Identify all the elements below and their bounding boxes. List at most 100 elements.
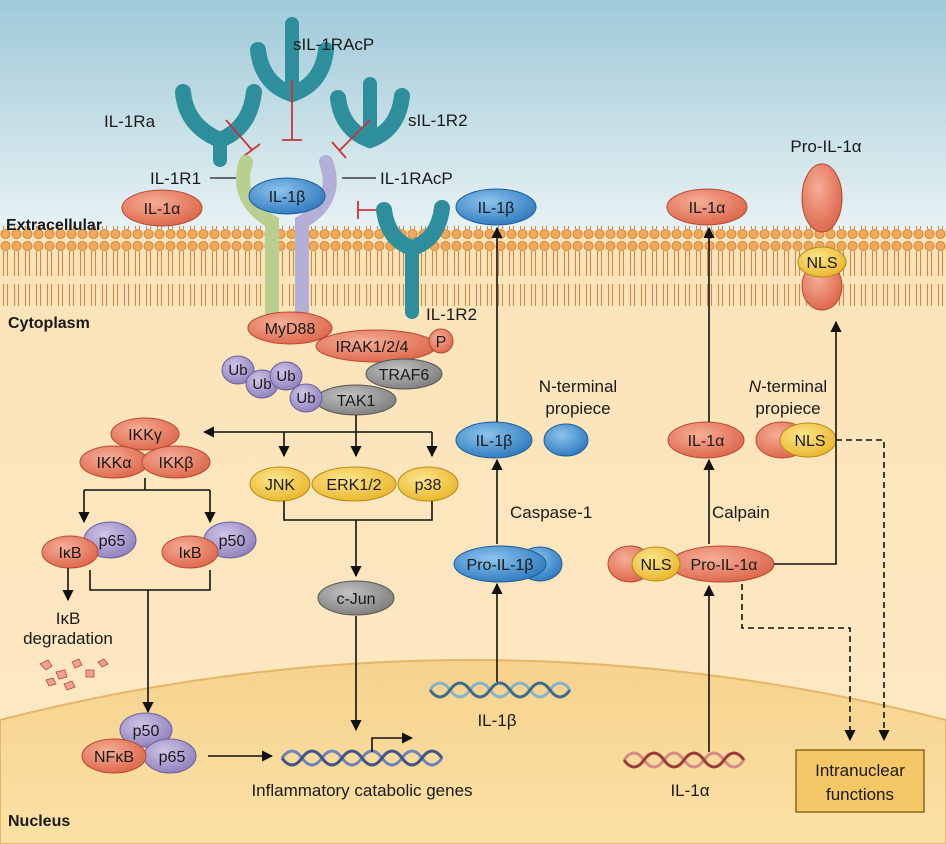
svg-text:Ub: Ub xyxy=(276,368,295,385)
svg-text:IL-1α: IL-1α xyxy=(688,433,725,450)
label-cytoplasm: Cytoplasm xyxy=(8,315,90,332)
nfkb-complex: p50 p65 NFκB xyxy=(81,712,197,774)
traf6: TRAF6 xyxy=(365,358,443,390)
pro-il1a-cytoplasm: NLS Pro-IL-1α xyxy=(607,545,775,583)
label-gene-il1a: IL-1α xyxy=(670,781,709,800)
svg-text:p65: p65 xyxy=(99,533,126,550)
svg-text:IκB: IκB xyxy=(58,545,81,562)
svg-text:p50: p50 xyxy=(133,723,160,740)
svg-text:JNK: JNK xyxy=(265,477,296,494)
svg-text:IKKγ: IKKγ xyxy=(128,427,162,444)
ubiquitin-chain: Ub Ub Ub Ub xyxy=(221,355,323,413)
svg-text:Pro-IL-1α: Pro-IL-1α xyxy=(690,557,757,574)
label-nterm-b-1: N-terminal xyxy=(539,377,617,396)
svg-text:TRAF6: TRAF6 xyxy=(379,367,430,384)
label-il1racp: IL-1RAcP xyxy=(380,169,453,188)
pro-il1a-membrane-arrow xyxy=(774,320,842,565)
inhibition-lines xyxy=(225,80,390,219)
label-extracellular: Extracellular xyxy=(6,217,102,234)
label-il1r2: IL-1R2 xyxy=(426,305,477,324)
label-calpain: Calpain xyxy=(712,503,770,522)
svg-text:IKKα: IKKα xyxy=(96,455,131,472)
label-inflammatory-genes: Inflammatory catabolic genes xyxy=(251,781,472,800)
label-il1r1: IL-1R1 xyxy=(150,169,201,188)
svg-text:p38: p38 xyxy=(415,477,442,494)
label-degradation: degradation xyxy=(23,629,113,648)
mapk-to-cjun-arrows xyxy=(283,501,433,578)
il1r2-receptor xyxy=(376,200,450,319)
intranuclear-functions-box: Intranuclear functions xyxy=(795,749,925,813)
svg-text:MyD88: MyD88 xyxy=(265,321,316,338)
dna-il1a xyxy=(622,751,746,769)
svg-text:NLS: NLS xyxy=(794,433,825,450)
svg-text:NLS: NLS xyxy=(640,557,671,574)
svg-text:IL-1β: IL-1β xyxy=(269,189,306,206)
label-nucleus: Nucleus xyxy=(8,813,70,830)
label-nterm-a-1: N-terminal xyxy=(749,377,827,396)
svg-text:p50: p50 xyxy=(219,533,246,550)
svg-text:Ub: Ub xyxy=(252,376,271,393)
erk: ERK1/2 xyxy=(311,466,397,502)
il1b-bound: IL-1β xyxy=(248,177,326,215)
svg-text:NFκB: NFκB xyxy=(94,749,134,766)
sil1r2-receptor xyxy=(330,77,410,149)
dna-inflammatory xyxy=(280,732,444,767)
pro-il1b: Pro-IL-1β xyxy=(453,545,563,583)
il1a-secreted: IL-1α xyxy=(666,188,748,226)
label-sil1racp: sIL-1RAcP xyxy=(293,35,374,54)
svg-text:p65: p65 xyxy=(159,749,186,766)
svg-text:ERK1/2: ERK1/2 xyxy=(326,477,381,494)
cjun: c-Jun xyxy=(317,580,395,616)
svg-text:NLS: NLS xyxy=(806,255,837,272)
irak: IRAK1/2/4 P xyxy=(315,328,454,363)
svg-text:c-Jun: c-Jun xyxy=(336,591,375,608)
svg-text:TAK1: TAK1 xyxy=(337,393,376,410)
myd88: MyD88 xyxy=(247,311,333,345)
intranuclear-dashed-arrows xyxy=(741,439,890,742)
label-nterm-b-2: propiece xyxy=(545,399,610,418)
label-nterm-a-2: propiece xyxy=(755,399,820,418)
svg-text:Ub: Ub xyxy=(228,362,247,379)
label-il1ra: IL-1Ra xyxy=(104,112,156,131)
il1ra-receptor xyxy=(175,84,262,167)
svg-text:P: P xyxy=(436,334,447,351)
label-pro-il1a-membrane: Pro-IL-1α xyxy=(790,137,861,156)
svg-text:IL-1β: IL-1β xyxy=(478,200,515,217)
label-ikb: IκB xyxy=(56,609,81,628)
il1a-extracellular: IL-1α xyxy=(121,189,203,227)
il1b-secreted: IL-1β xyxy=(455,188,537,226)
svg-text:Intranuclear: Intranuclear xyxy=(815,761,905,780)
label-gene-il1b: IL-1β xyxy=(477,711,516,730)
cell-membrane xyxy=(0,226,946,306)
dna-il1b xyxy=(428,681,572,699)
label-caspase: Caspase-1 xyxy=(510,503,592,522)
svg-text:IKKβ: IKKβ xyxy=(159,455,194,472)
ikk-complex: IKKγ IKKα IKKβ xyxy=(79,417,211,479)
jnk: JNK xyxy=(249,466,311,502)
ikb-p65-complex: p65 IκB xyxy=(41,521,137,569)
ikb-p50-complex: p50 IκB xyxy=(161,521,257,569)
degradation-fragments xyxy=(39,658,109,691)
il1a-mature: IL-1α xyxy=(667,421,745,459)
svg-text:IL-1α: IL-1α xyxy=(689,200,726,217)
pro-il1a-membrane: NLS xyxy=(797,163,847,311)
tak1-branch-arrows xyxy=(202,415,438,458)
svg-text:IκB: IκB xyxy=(178,545,201,562)
svg-text:IL-1β: IL-1β xyxy=(476,433,513,450)
svg-text:IRAK1/2/4: IRAK1/2/4 xyxy=(336,339,409,356)
nterm-propiece-b xyxy=(543,423,589,457)
nfkb-translocation-arrows xyxy=(89,570,211,714)
svg-text:Pro-IL-1β: Pro-IL-1β xyxy=(467,557,534,574)
svg-text:functions: functions xyxy=(826,785,894,804)
tak1: TAK1 xyxy=(315,384,397,416)
il1r1-receptor xyxy=(236,155,279,319)
il1b-mature: IL-1β xyxy=(455,421,533,459)
nls-propiece: NLS xyxy=(755,421,837,459)
p38: p38 xyxy=(397,466,459,502)
ikk-branch-arrows xyxy=(78,478,216,524)
label-sil1r2: sIL-1R2 xyxy=(408,111,468,130)
svg-text:Ub: Ub xyxy=(296,390,315,407)
il1racp-receptor xyxy=(295,155,337,319)
svg-text:IL-1α: IL-1α xyxy=(144,201,181,218)
